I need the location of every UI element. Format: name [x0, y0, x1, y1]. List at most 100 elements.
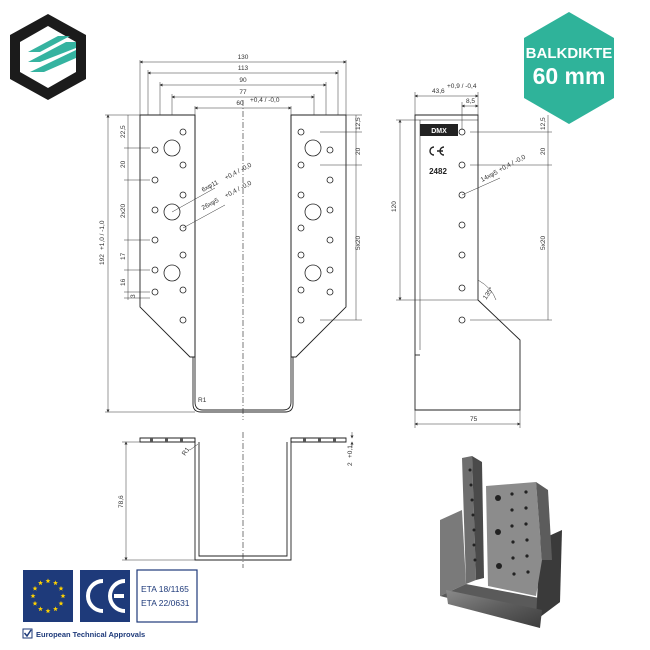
hole-small: [297, 316, 305, 324]
side-hole-label: 14xφ5: [480, 169, 500, 184]
dim-2x20: 2x20: [120, 204, 127, 218]
side-dim-12-5: 12,5: [540, 117, 547, 130]
eta-number-2: ETA 22/0631: [141, 598, 190, 608]
dim-3: 3: [130, 294, 137, 298]
side-dim-20: 20: [540, 147, 547, 155]
hole-small: [179, 251, 187, 259]
hole-small: [297, 286, 305, 294]
hole-small: [326, 206, 334, 214]
hole-small: [297, 251, 305, 259]
eu-star: [32, 585, 38, 591]
front-right-dimensions: [320, 114, 362, 321]
eu-flag-icon: [23, 570, 73, 622]
hole-large: [163, 264, 181, 282]
hole-small: [326, 266, 334, 274]
side-stamp: DMX 2482: [420, 124, 458, 176]
eu-star: [38, 580, 43, 586]
hole-small: [151, 266, 159, 274]
dim-43-6: 43,6: [432, 88, 445, 95]
dim-130: 130: [238, 54, 249, 61]
eu-star: [45, 578, 51, 584]
hole-small: [297, 128, 305, 136]
badge-value: 60 mm: [533, 63, 606, 89]
hole-small: [151, 176, 159, 184]
eta-caption: European Technical Approvals: [36, 630, 145, 639]
dmx-hexagon-logo-icon: [28, 36, 76, 72]
dim-8-5: 8,5: [466, 98, 475, 105]
eu-star: [60, 593, 66, 599]
dim-16: 16: [120, 278, 127, 286]
checkbox-check-icon: [22, 628, 33, 639]
hole-small: [151, 236, 159, 244]
dim-17: 17: [120, 252, 127, 260]
hole-small: [297, 191, 305, 199]
dim-height-tolerance: +1,0 / -1,0: [99, 220, 106, 250]
hole-large: [304, 139, 322, 157]
hole-small: [151, 288, 159, 296]
dim-20-left: 20: [120, 160, 127, 168]
side-dim-5x20: 5x20: [540, 236, 547, 250]
eu-star: [53, 580, 58, 586]
hole-large: [163, 139, 181, 157]
eu-star: [58, 600, 64, 606]
bottom-dim-78-6: 78,6: [118, 495, 125, 508]
side-hole-tolerance: +0,4 / -0,0: [498, 154, 528, 174]
front-holes: [151, 128, 334, 324]
bottom-view: [139, 432, 347, 568]
hole-tolerance-6x11: +0,4 / -0,0: [224, 162, 254, 182]
eu-star: [58, 585, 64, 591]
hole-tolerance-26x5: +0,4 / -0,0: [224, 180, 254, 200]
eta-number-1: ETA 18/1165: [141, 584, 189, 594]
side-view: [414, 114, 521, 411]
hole-large: [304, 264, 322, 282]
badge-hexagon: [524, 12, 614, 124]
hole-small: [326, 176, 334, 184]
stamp-number: 2482: [429, 167, 447, 176]
hanger-3d-render: [440, 456, 562, 628]
badge-title: BALKDIKTE: [526, 45, 613, 62]
dim-43-6-tolerance: +0,9 / -0,4: [447, 83, 477, 90]
bottom-flange-holes: [150, 438, 336, 442]
beam-thickness-badge: BALKDIKTE 60 mm: [524, 12, 614, 124]
bottom-radius: R1: [181, 446, 192, 457]
hole-small: [151, 206, 159, 214]
hole-small: [179, 161, 187, 169]
dmx-stamp-plate: [420, 124, 458, 136]
svg-text:DMX: DMX: [431, 128, 447, 135]
hole-label-6x11: 6xφ11: [201, 179, 220, 194]
front-top-dimensions: [139, 60, 347, 115]
ce-mark-icon: [80, 570, 130, 622]
hole-small: [179, 128, 187, 136]
hole-leaders: [171, 187, 226, 229]
hole-small: [326, 288, 334, 296]
dim-113: 113: [238, 65, 249, 72]
dim-12-5: 12,5: [355, 117, 362, 130]
hole-small: [297, 224, 305, 232]
side-outline: [414, 114, 521, 411]
dim-20-right: 20: [355, 147, 362, 155]
side-holes: [458, 128, 466, 324]
dim-height-192: 192: [99, 254, 106, 265]
hole-small: [297, 161, 305, 169]
side-dim-120: 120: [391, 201, 398, 212]
bottom-channel-outer: [194, 438, 292, 561]
hole-small: [326, 146, 334, 154]
eu-star: [53, 606, 58, 612]
eu-star: [30, 593, 36, 599]
dim-77: 77: [239, 89, 247, 96]
hole-small: [179, 316, 187, 324]
hole-large: [304, 203, 322, 221]
dim-90: 90: [239, 77, 247, 84]
bottom-thickness: 2: [347, 462, 354, 466]
hole-small: [179, 286, 187, 294]
hole-small: [179, 191, 187, 199]
eu-star: [38, 606, 43, 612]
hole-label-26x5: 26xφ5: [201, 197, 221, 212]
dim-60: 60: [236, 100, 244, 107]
side-dim-75: 75: [470, 416, 478, 423]
eta-box: ETA 18/1165 ETA 22/0631: [136, 569, 198, 623]
side-angle: 135°: [481, 285, 495, 301]
eu-star: [45, 608, 51, 614]
dmx-logo: [10, 14, 86, 100]
